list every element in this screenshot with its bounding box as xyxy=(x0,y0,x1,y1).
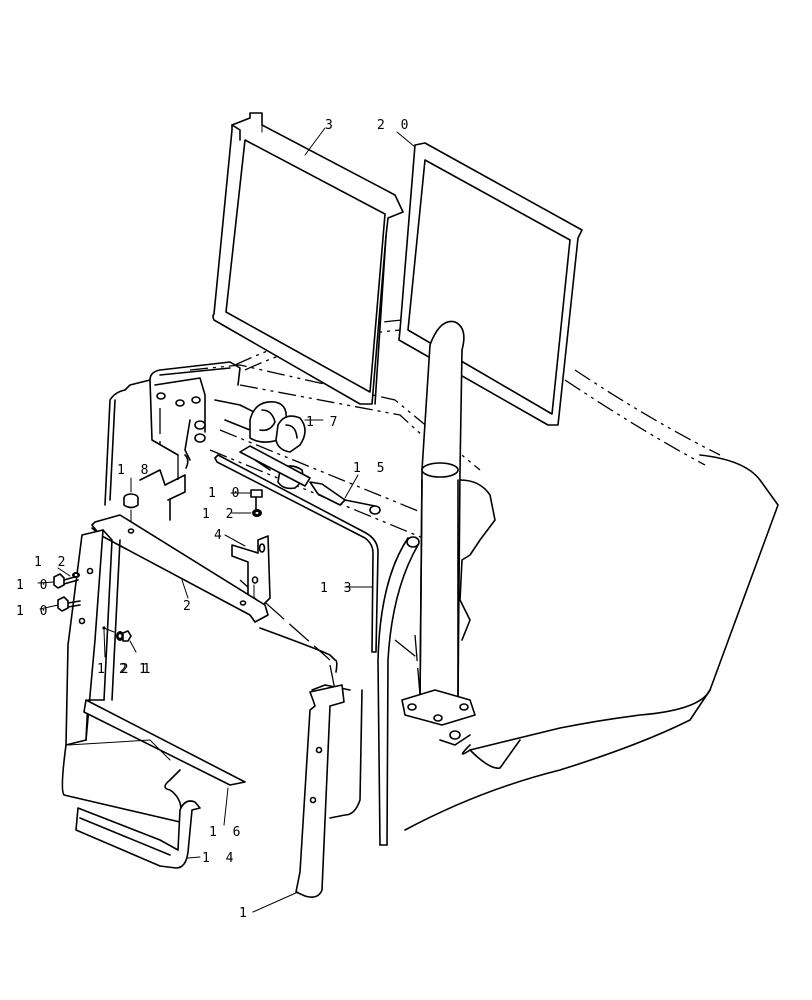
callout-12-lower: 1 2 xyxy=(97,662,132,677)
part-13-rod xyxy=(214,454,379,653)
callout-17: 1 7 xyxy=(306,415,341,430)
curved-hose xyxy=(377,536,420,846)
part-14-bent-pipe xyxy=(75,800,201,869)
part-4-bracket xyxy=(231,535,271,607)
nut-icon xyxy=(194,420,206,430)
callout-10-left-lower: 1 0 xyxy=(16,604,51,619)
part-2-radiator-panel xyxy=(91,514,269,623)
callout-3: 3 xyxy=(325,118,337,133)
callout-21: 2 1 xyxy=(119,662,154,677)
center-fasteners xyxy=(250,489,263,517)
callout-16: 1 6 xyxy=(209,825,244,840)
callout-15: 1 5 xyxy=(353,461,388,476)
nut-icon xyxy=(122,630,132,642)
bolt-icon xyxy=(191,396,201,404)
callout-4: 4 xyxy=(214,528,226,543)
callout-12-center: 1 2 xyxy=(202,507,237,522)
radiator-frame xyxy=(61,529,246,823)
callout-18: 1 8 xyxy=(117,463,152,478)
callout-10-center: 1 0 xyxy=(208,486,243,501)
bolt-icon xyxy=(175,399,185,407)
exhaust-stack xyxy=(401,320,476,746)
callout-11: 1 xyxy=(139,662,151,677)
part-20-screen-panel xyxy=(398,142,583,426)
part-3-screen-frame xyxy=(212,112,404,405)
callout-20: 2 0 xyxy=(377,118,412,133)
bolt-icon xyxy=(250,489,263,498)
leader-lines xyxy=(37,127,416,913)
bolt-icon xyxy=(53,573,65,589)
part-15-pipe xyxy=(239,445,381,515)
frame-assembly xyxy=(104,361,261,521)
callout-10-left-upper: 1 0 xyxy=(16,578,51,593)
part-1-plate xyxy=(295,684,345,898)
nut-icon xyxy=(194,433,206,443)
callout-14: 1 4 xyxy=(202,851,237,866)
callout-1: 1 xyxy=(239,906,251,921)
callout-13: 1 3 xyxy=(320,581,355,596)
callout-12-left: 1 2 xyxy=(34,555,69,570)
lower-nuts xyxy=(103,627,132,642)
left-fasteners xyxy=(53,572,81,612)
callout-labels: 3 2 0 1 7 1 8 1 5 1 0 1 2 4 1 2 1 0 1 0 … xyxy=(16,118,412,921)
hood-body xyxy=(404,454,779,831)
bolt-icon xyxy=(57,596,69,612)
bolt-icon xyxy=(156,392,166,400)
callout-2: 2 xyxy=(183,599,195,614)
